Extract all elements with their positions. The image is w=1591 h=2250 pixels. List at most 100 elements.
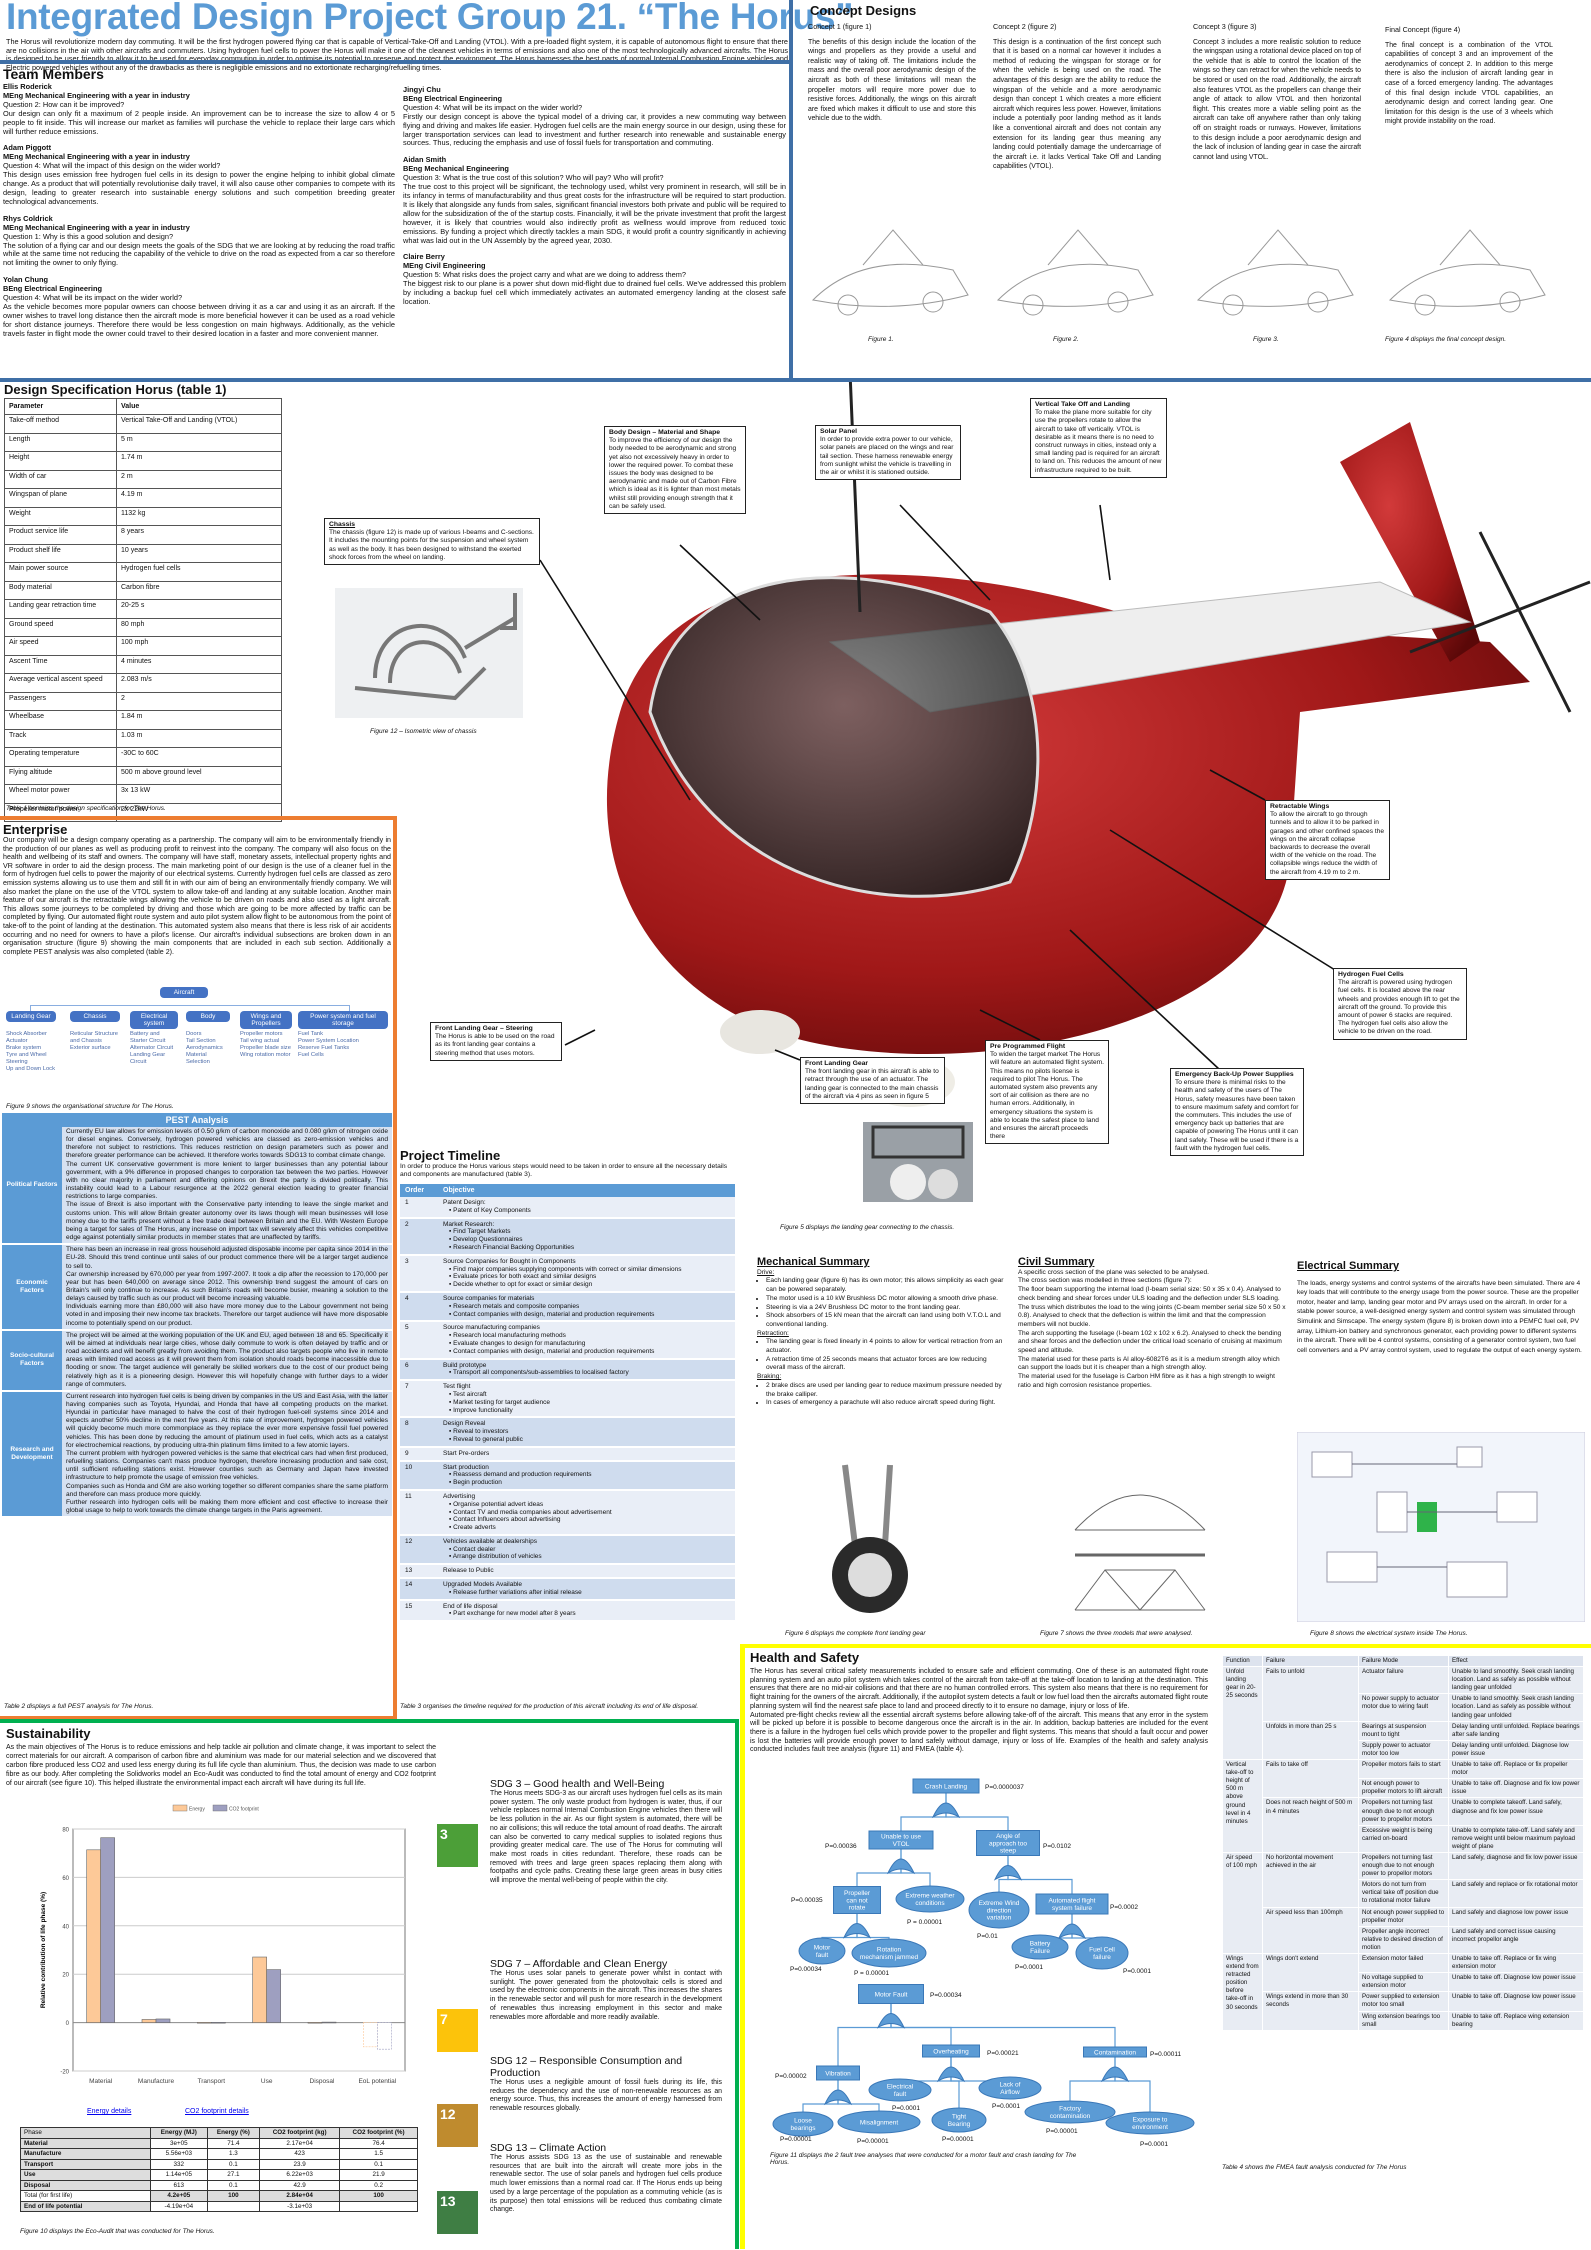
landing-gear-figure [795, 1455, 945, 1620]
fault-probability: P=0.0001 [1123, 1968, 1151, 1975]
concept-3: Concept 3 (figure 3)Concept 3 includes a… [1193, 22, 1361, 162]
y-tick-label: 40 [62, 1924, 69, 1930]
timeline-heading: Project Timeline [400, 1148, 501, 1163]
front-wheel [720, 1010, 800, 1054]
pest-label: Economic Factors [2, 1244, 62, 1331]
fmea-mode: Propellers not turning fast enough due t… [1358, 1797, 1449, 1826]
eco-col-header: Phase [20, 2127, 151, 2139]
fmea-effect: Land safely and replace or fix rotationa… [1448, 1879, 1584, 1908]
fault-probability: P=0.00035 [791, 1897, 823, 1904]
fault-basic-event [895, 1885, 965, 1913]
civil-paragraph: The arch supporting the fuselage (I-beam… [1018, 1329, 1282, 1355]
mechanical-point: The landing gear is fixed linearly in 4 … [766, 1338, 1007, 1355]
sdg-text: The Horus uses solar panels to generate … [490, 1970, 722, 2021]
co2-details-link[interactable]: CO2 footprint details [185, 2108, 249, 2115]
objective-steps: Test aircraftMarket testing for target a… [443, 1391, 730, 1414]
eco-value: 23.9 [259, 2158, 341, 2170]
org-item: Tail wing actual [240, 1038, 280, 1044]
eco-row: End of life potential-4.19e+04-3.1e+03 [20, 2200, 418, 2212]
fmea-col-header: Function [1222, 1654, 1263, 1668]
fault-basic-event [837, 2110, 921, 2134]
org-branch: Body [186, 1011, 230, 1022]
objective-step: Decide whether to opt for exact or simil… [443, 1281, 730, 1289]
eco-value: 0.1 [339, 2158, 418, 2170]
fault-event-label: Misalignment [860, 2119, 898, 2126]
sdg-12-icon: 12 [437, 2104, 478, 2147]
fault-basic-event [968, 1891, 1030, 1929]
sdg-title: SDG 3 – Good health and Well-Being [490, 1778, 665, 1790]
fault-connector [890, 2003, 1116, 2047]
pest-paragraph: Further research into hydrogen cells wil… [66, 1498, 388, 1515]
spec-col-header: Parameter [4, 398, 117, 415]
eco-value: 6.22e+03 [259, 2169, 341, 2181]
fault-basic-event [851, 1938, 927, 1968]
x-tick-label: Material [89, 2078, 113, 2085]
member-degree: BEng Electrical Engineering [403, 93, 502, 103]
electrical-system-figure [1297, 1432, 1585, 1622]
fault-probability: P=0.00001 [942, 2136, 974, 2143]
timeline-objective: Start productionReassess demand and prod… [438, 1460, 735, 1491]
fmea-mode: Not enough power to propeller motors to … [1358, 1778, 1449, 1799]
objective-title: Source manufacturing companies [443, 1324, 540, 1332]
objective-steps: Release further variations after initial… [443, 1589, 730, 1597]
fault-event-label: Vibration [825, 2070, 851, 2077]
energy-details-link[interactable]: Energy details [87, 2108, 132, 2115]
fmea-function: Unfold landing gear in 20-25 seconds [1222, 1666, 1263, 1761]
pest-header-row: PEST Analysis [2, 1113, 392, 1127]
fmea-function: Vertical take-off to height of 500 m abo… [1222, 1759, 1263, 1853]
civil-paragraph: The floor beam supporting the internal l… [1018, 1286, 1281, 1302]
timeline-caption: Table 3 organises the timeline required … [400, 1703, 699, 1710]
health-paragraph: The Horus has several critical safety me… [750, 1668, 1208, 1710]
concept-caption: Figure 4 displays the final concept desi… [1385, 336, 1507, 343]
eco-value: 5.56e+03 [150, 2148, 208, 2160]
org-item: Brake system [6, 1045, 42, 1051]
pest-caption: Table 2 displays a full PEST analysis fo… [4, 1703, 154, 1710]
mechanical-point: Shock absorbers of 15 kN mean that the a… [766, 1312, 1007, 1329]
objective-steps: Part exchange for new model after 8 year… [443, 1610, 730, 1618]
fault-probability: P=0.00034 [930, 1992, 962, 1999]
y-tick-label: -20 [60, 2070, 69, 2076]
concept-sketch [1188, 210, 1368, 330]
eco-value: 1.3 [206, 2148, 261, 2160]
concept-sketch [1380, 210, 1560, 330]
fault-event-box [1083, 2046, 1147, 2058]
divider [735, 1719, 739, 2249]
member-answer: The biggest risk to our plane is a power… [403, 279, 786, 306]
or-gate-icon [1057, 1923, 1087, 1940]
org-item: Fuel Tank [298, 1031, 324, 1037]
or-gate-icon [1100, 2066, 1130, 2083]
objective-steps: Find Target MarketsDevelop Questionnaire… [443, 1228, 730, 1251]
health-paragraph: Automated pre-flight checks review all t… [750, 1711, 1208, 1754]
tail-fin [1340, 422, 1480, 662]
timeline-col-header: Order [400, 1184, 438, 1197]
eco-value [206, 2200, 261, 2212]
timeline-order: 4 [400, 1291, 438, 1323]
eco-phase: Use [20, 2169, 151, 2181]
fmea-effect: Land safely, diagnose and fix low power … [1448, 1851, 1584, 1881]
x-tick-label: Disposal [310, 2078, 335, 2085]
x-tick-label: Manufacture [138, 2078, 175, 2085]
org-item: Fuel Cells [298, 1052, 324, 1058]
fault-event-box [922, 2044, 980, 2058]
fmea-mode: Power supplied to extension motor too sm… [1358, 1991, 1449, 2012]
fault-probability: P=0.00001 [857, 2138, 889, 2145]
pest-label: Political Factors [2, 1127, 62, 1246]
org-branch: Power system and fuel storage [298, 1011, 388, 1029]
org-item: Reserve Fuel Tanks [298, 1045, 350, 1051]
fmea-row: Wings extend from retracted position bef… [1222, 1952, 1584, 2031]
